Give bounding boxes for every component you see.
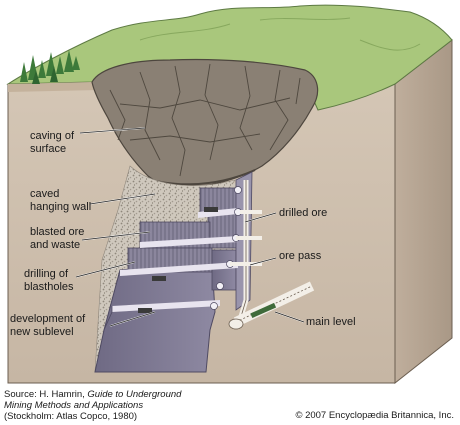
label-line: development of — [10, 313, 86, 325]
label-line: surface — [30, 143, 67, 155]
trees — [20, 50, 80, 84]
label-line: blasted ore — [30, 226, 85, 238]
label-blasted-ore-and-waste: blasted ore and waste — [30, 226, 84, 252]
caving-pit — [91, 58, 319, 189]
copyright-notice: © 2007 Encyclopædia Britannica, Inc. — [295, 410, 454, 421]
source-prefix: Source: H. Hamrin, — [4, 389, 88, 400]
source-line-3: (Stockholm: Atlas Copco, 1980) — [4, 411, 138, 422]
label-line: and waste — [30, 239, 81, 251]
label-main-level: main level — [306, 316, 356, 328]
ground-side-face — [394, 38, 453, 385]
label-line: new sublevel — [10, 326, 74, 338]
label-drilled-ore: drilled ore — [279, 207, 328, 219]
label-drilling-of-blastholes: drilling of blastholes — [24, 268, 74, 294]
ore-pass — [230, 180, 262, 321]
source-line-1: Source: H. Hamrin, Guide to Underground — [4, 389, 181, 400]
label-caving-of-surface: caving of surface — [30, 130, 74, 156]
source-title-part: Mining Methods and Applications — [4, 400, 144, 411]
source-credit: Source: H. Hamrin, Guide to Underground … — [4, 389, 181, 422]
main-level-tunnel — [228, 281, 315, 330]
label-line: caving of — [30, 130, 75, 142]
ground-surface — [6, 4, 453, 111]
label-line: hanging wall — [30, 201, 92, 213]
label-line: blastholes — [24, 281, 74, 293]
label-ore-pass: ore pass — [279, 250, 322, 262]
label-line: drilling of — [24, 268, 69, 280]
source-line-2: Mining Methods and Applications — [4, 400, 181, 411]
label-development-of-new-sublevel: development of new sublevel — [10, 313, 85, 339]
source-title-part: Guide to Underground — [87, 389, 182, 400]
label-line: caved — [30, 188, 60, 200]
label-caved-hanging-wall: caved hanging wall — [30, 188, 91, 214]
